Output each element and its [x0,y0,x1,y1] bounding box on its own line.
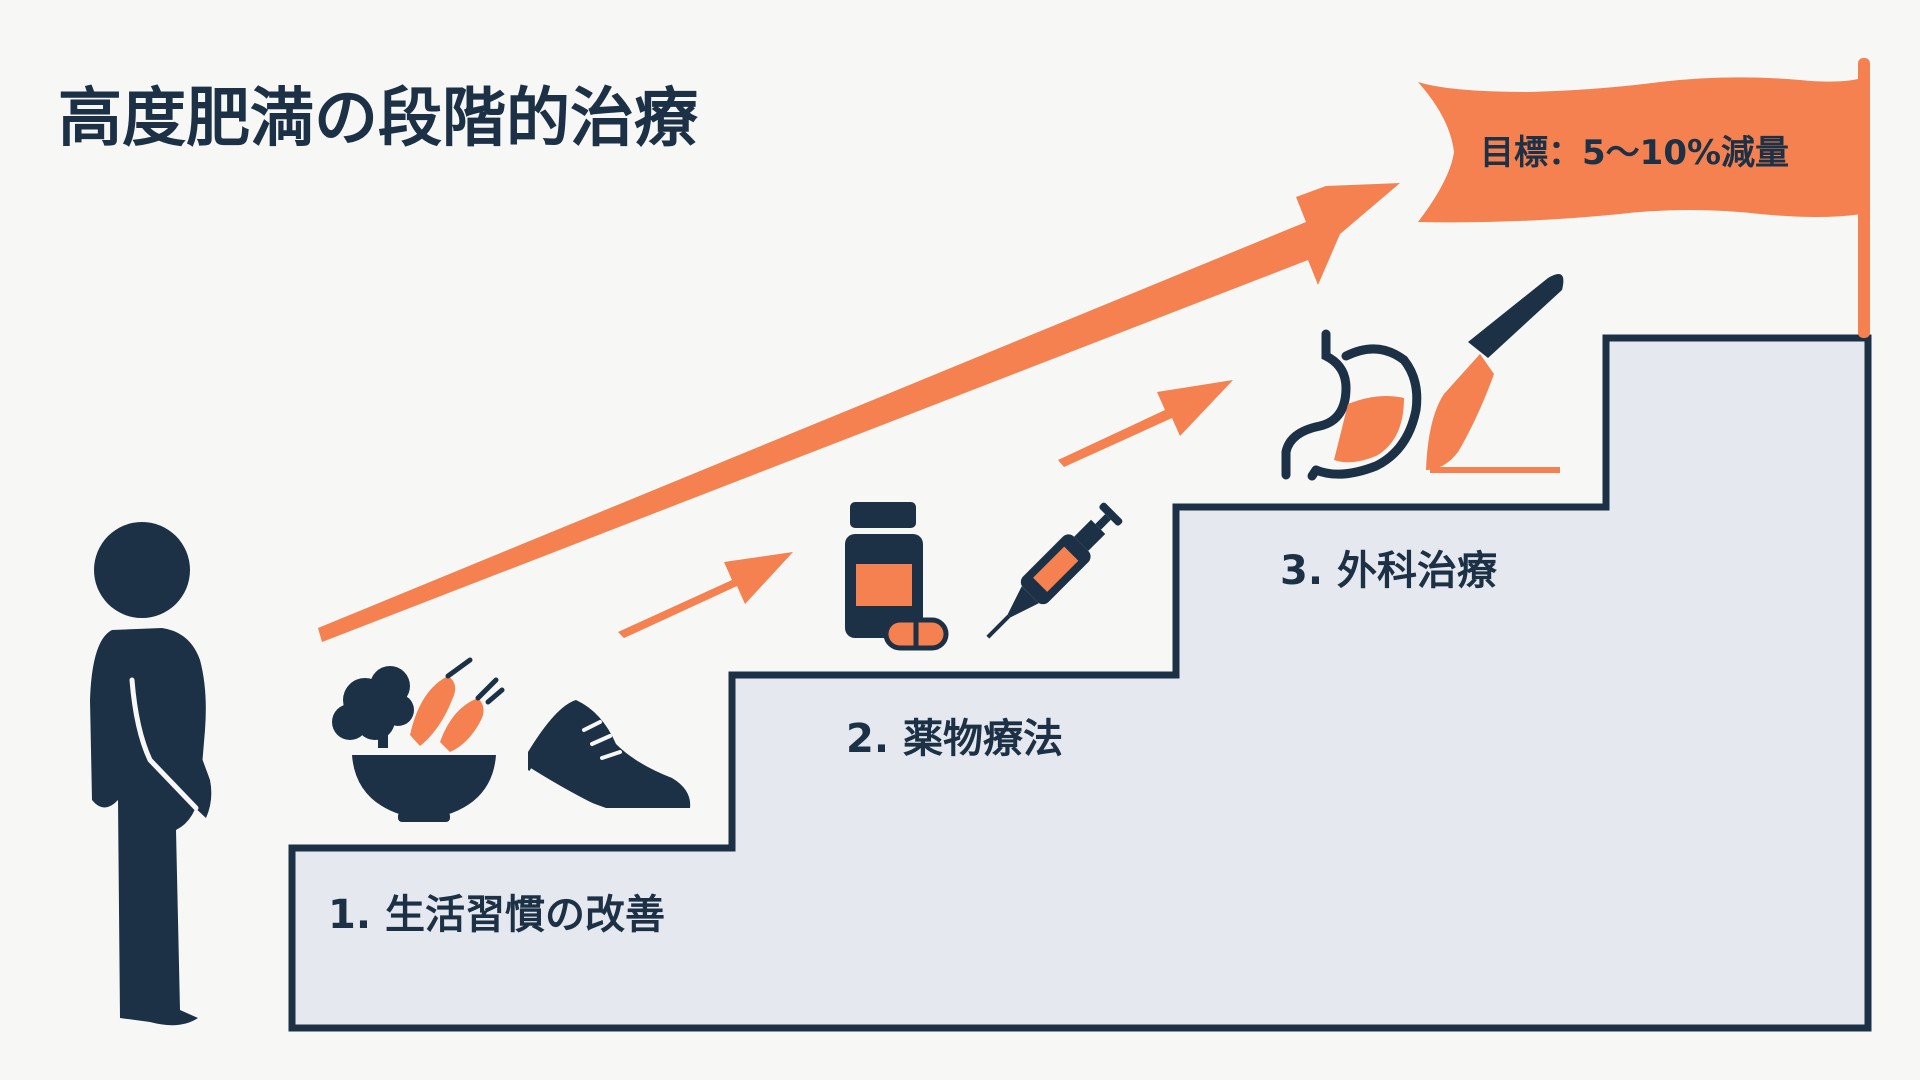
step-label-2: 2. 薬物療法 [846,716,1063,762]
medicine-bottle-icon [845,502,923,638]
sneaker-icon [528,700,691,814]
salad-bowl-icon [332,657,505,822]
progress-arrow-small-2 [1058,380,1233,467]
progress-arrow-large [318,183,1400,642]
stomach-icon [1281,329,1422,481]
step-label-1: 1. 生活習慣の改善 [328,892,665,938]
goal-label: 目標：5〜10%減量 [1480,133,1789,173]
page-title: 高度肥満の段階的治療 [58,82,698,156]
scalpel-icon [1426,274,1564,473]
staircase [288,334,1872,1032]
goal-flag-icon [1418,58,1870,338]
person-silhouette-icon [90,522,212,1026]
injection-pen-icon [986,502,1123,639]
pill-icon [883,617,949,651]
person-arm-line [129,677,199,811]
progress-arrow-small-1 [618,552,793,638]
step-label-3: 3. 外科治療 [1280,548,1498,594]
